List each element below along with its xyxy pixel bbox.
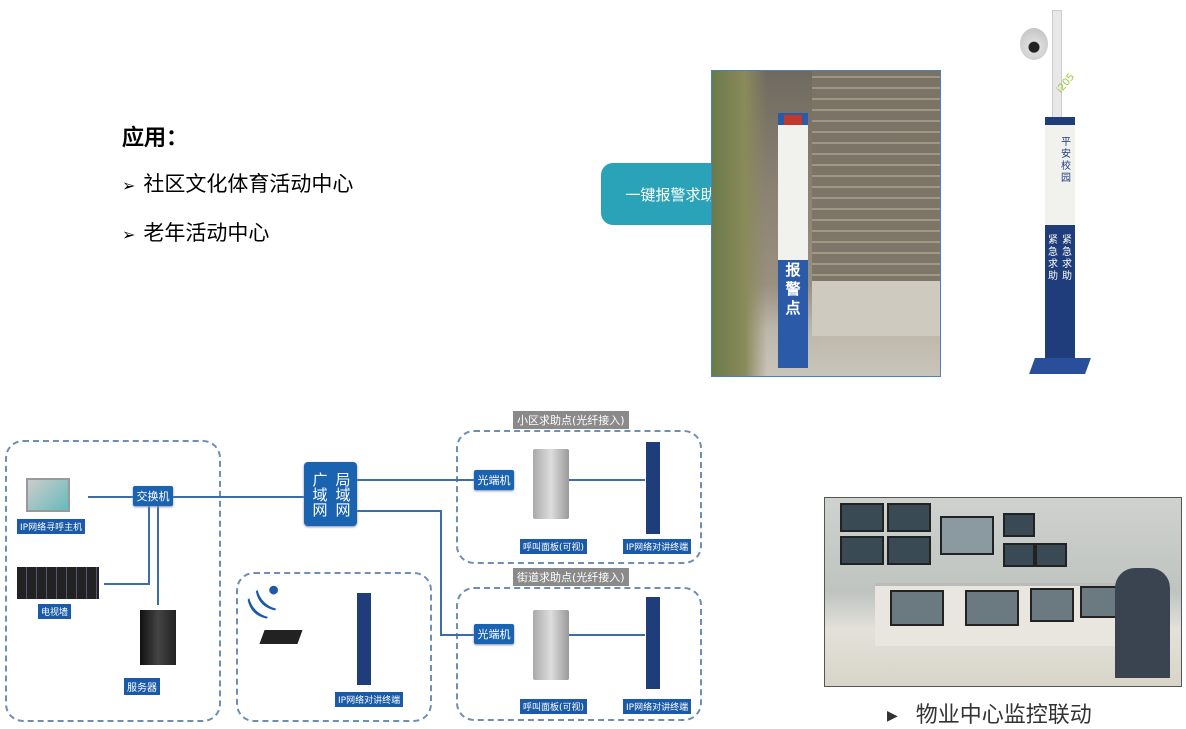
- triangle-bullet-icon: ▶: [887, 708, 898, 724]
- call-panel-icon: [533, 610, 569, 680]
- pole-top-text: 平安校园: [1061, 137, 1071, 184]
- link-line: [357, 479, 475, 481]
- alarm-pole: 报警点: [778, 113, 808, 368]
- paging-host-icon: [26, 478, 70, 512]
- emergency-pole: 平安校园 紧急求助 紧急求助: [1045, 117, 1075, 360]
- dome-camera-icon: [1020, 28, 1048, 60]
- callout-text: 一键报警求助: [625, 185, 716, 204]
- pole-body-text: 紧急求助: [1062, 235, 1072, 282]
- pole-panel: [1045, 125, 1075, 225]
- device-label: IP网络寻呼主机: [17, 519, 86, 534]
- caption-text: 物业中心监控联动: [915, 703, 1092, 728]
- call-panel-icon: [533, 449, 569, 519]
- link-line: [157, 505, 159, 605]
- link-line: [148, 505, 150, 585]
- brick-wall: [812, 71, 940, 296]
- router-icon: [259, 630, 303, 644]
- pole-base: [1029, 358, 1091, 374]
- pole-text: 报警点: [785, 261, 801, 317]
- device-label: 电视墙: [38, 604, 72, 619]
- lan-label: 局域网: [333, 471, 352, 517]
- link-line: [550, 479, 645, 481]
- bamboo: [712, 71, 767, 376]
- optical-node: 光端机: [474, 624, 514, 644]
- link-line: [440, 634, 475, 636]
- wan-label: 广域网: [310, 471, 329, 517]
- device-label: IP网络对讲终端: [335, 692, 404, 707]
- bullet-text: 老年活动中心: [143, 221, 270, 245]
- link-line: [550, 634, 645, 636]
- intercom-terminal-icon: [357, 593, 371, 685]
- control-center-group: [5, 440, 221, 722]
- optical-node: 光端机: [474, 470, 514, 490]
- link-line: [88, 496, 304, 498]
- network-node: 广域网局域网: [304, 462, 357, 526]
- warning-lamp-icon: [784, 115, 802, 125]
- device-label: 服务器: [124, 678, 160, 695]
- link-line: [440, 510, 442, 635]
- pole-panel: [778, 125, 808, 260]
- link-line: [357, 510, 441, 512]
- pole-body-text: 紧急求助: [1048, 235, 1058, 282]
- tv-wall-icon: [17, 567, 99, 599]
- device-label: IP网络对讲终端: [623, 539, 692, 554]
- bullet-text: 社区文化体育活动中心: [143, 172, 354, 196]
- group-label: 小区求助点(光纤接入): [513, 411, 629, 429]
- bullet-item: ➢ 老年活动中心: [122, 217, 269, 247]
- alarm-post-photo: 报警点: [711, 70, 941, 377]
- camera-arm: [1052, 10, 1062, 122]
- wall-plinth: [812, 281, 940, 336]
- arrowhead-bullet-icon: ➢: [122, 225, 136, 244]
- group-label: 街道求助点(光纤接入): [513, 568, 629, 586]
- link-line: [104, 583, 150, 585]
- control-room-photo: [824, 497, 1182, 687]
- switch-node: 交换机: [133, 486, 173, 506]
- control-caption: ▶ 物业中心监控联动: [887, 697, 1092, 729]
- bullet-item: ➢ 社区文化体育活动中心: [122, 168, 353, 198]
- intercom-terminal-icon: [646, 597, 660, 689]
- wireless-group: [236, 572, 432, 722]
- community-group: [456, 430, 702, 564]
- arrowhead-bullet-icon: ➢: [122, 176, 136, 195]
- street-group: [456, 587, 702, 721]
- section-heading: 应用：: [122, 126, 189, 151]
- device-label: 呼叫面板(可视): [520, 539, 588, 554]
- intercom-terminal-icon: [646, 442, 660, 534]
- device-label: IP网络对讲终端: [623, 699, 692, 714]
- server-icon: [140, 610, 176, 665]
- device-label: 呼叫面板(可视): [520, 699, 588, 714]
